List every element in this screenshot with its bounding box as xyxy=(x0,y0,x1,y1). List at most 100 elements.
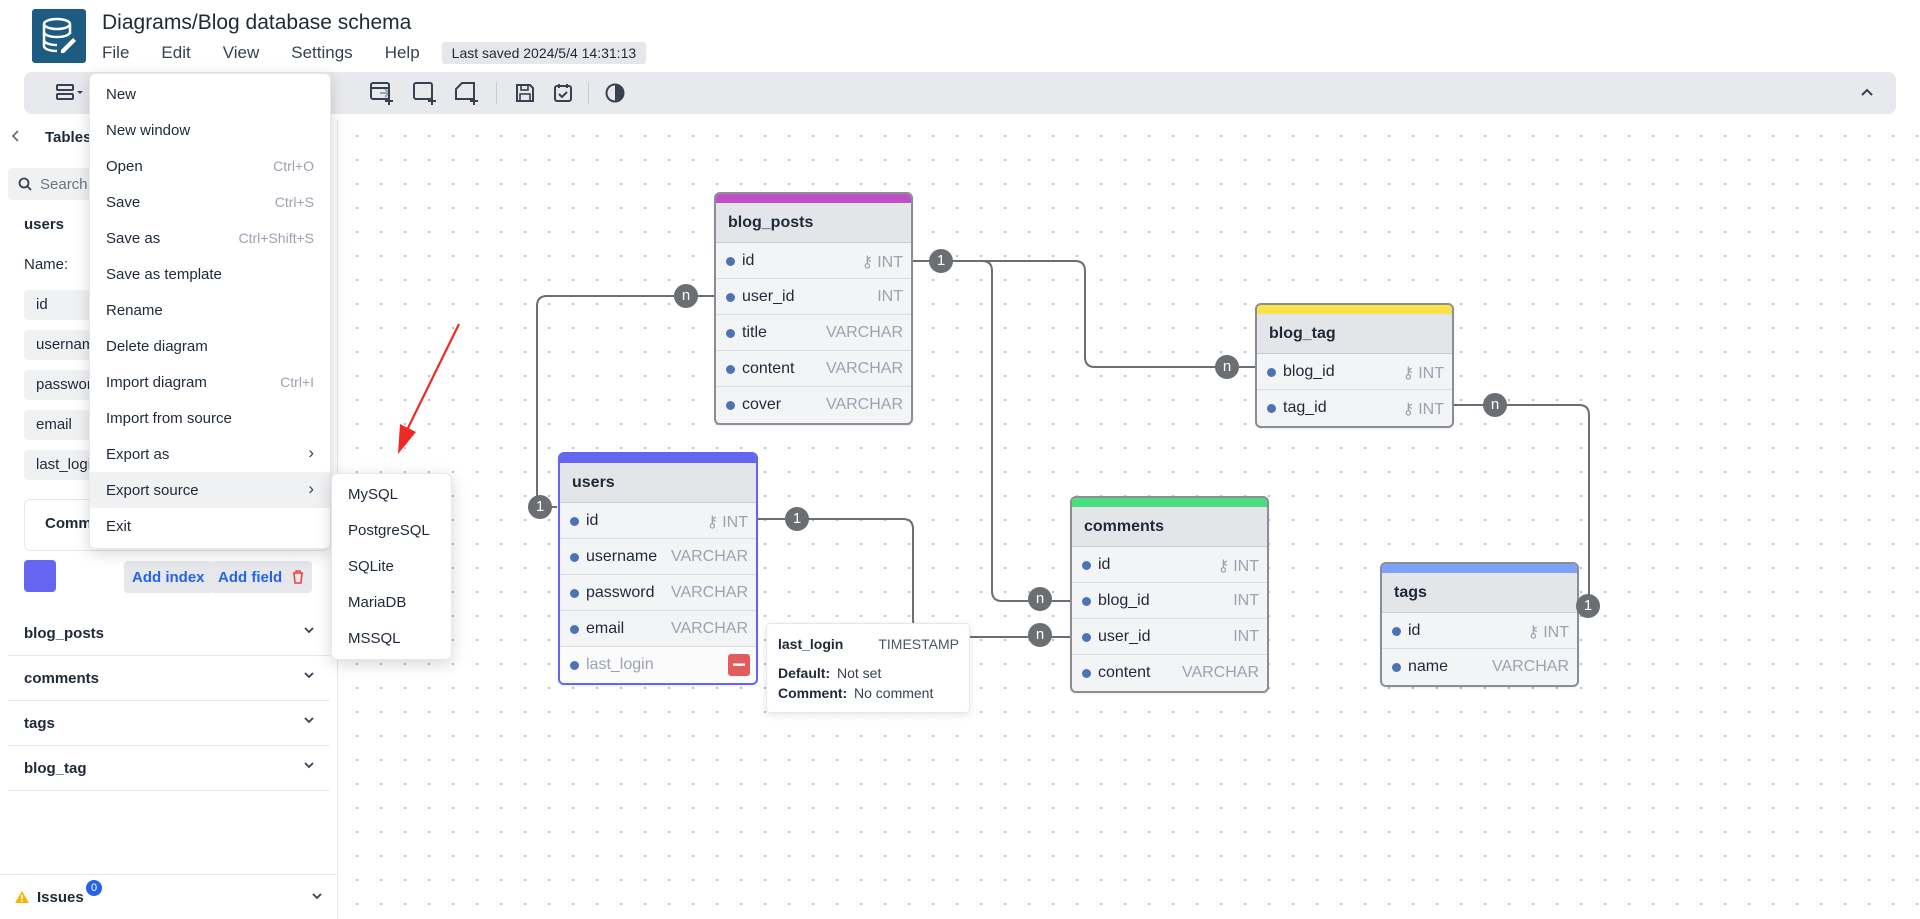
tab-tables[interactable]: Tables xyxy=(45,129,92,146)
table-field-row[interactable]: blog_id INT xyxy=(1072,583,1267,619)
menu-item-save-as-template[interactable]: Save as template xyxy=(90,256,330,292)
version-button[interactable] xyxy=(550,80,576,106)
table-header[interactable]: blog_posts xyxy=(716,203,911,243)
menu-item-rename[interactable]: Rename xyxy=(90,292,330,328)
add-area-button[interactable] xyxy=(412,80,438,106)
table-section-comments[interactable]: comments xyxy=(8,656,330,701)
export-mariadb-option[interactable]: MariaDB xyxy=(348,594,407,611)
menu-file[interactable]: File xyxy=(102,43,130,62)
sidebar-collapse-button[interactable] xyxy=(8,128,22,149)
table-section-tags[interactable]: tags xyxy=(8,701,330,746)
save-button[interactable] xyxy=(512,80,538,106)
field-handle[interactable] xyxy=(1267,404,1276,413)
table-field-row[interactable]: content VARCHAR xyxy=(1072,655,1267,691)
app-logo[interactable] xyxy=(32,9,86,63)
field-handle[interactable] xyxy=(1082,597,1091,606)
add-index-button[interactable]: Add index xyxy=(124,561,213,593)
export-sqlite-option[interactable]: SQLite xyxy=(348,558,394,575)
table-section-blog-posts[interactable]: blog_posts xyxy=(8,611,330,656)
table-header[interactable]: comments xyxy=(1072,507,1267,547)
export-mysql-option[interactable]: MySQL xyxy=(348,486,399,503)
menu-edit[interactable]: Edit xyxy=(161,43,191,62)
cardinality-badge-one: 1 xyxy=(929,249,953,273)
diagram-canvas[interactable]: blog_posts id ⚷INT user_id INT title VAR… xyxy=(339,118,1920,919)
add-table-button[interactable] xyxy=(369,80,395,106)
table-field-row[interactable]: tag_id ⚷INT xyxy=(1257,390,1452,426)
table-users[interactable]: users id ⚷INT username VARCHAR password … xyxy=(558,452,758,685)
field-handle[interactable] xyxy=(726,401,735,410)
menu-item-import-from-source[interactable]: Import from source xyxy=(90,400,330,436)
field-handle[interactable] xyxy=(570,517,579,526)
table-color-swatch[interactable] xyxy=(24,560,56,592)
table-header[interactable]: users xyxy=(560,463,756,503)
layout-menu-button[interactable] xyxy=(52,80,88,106)
menu-item-export-source[interactable]: Export source› xyxy=(90,472,330,508)
table-section-title[interactable]: users xyxy=(24,216,65,233)
table-header[interactable]: tags xyxy=(1382,573,1577,613)
field-handle[interactable] xyxy=(726,329,735,338)
field-handle[interactable] xyxy=(570,553,579,562)
collapse-toolbar-button[interactable] xyxy=(1854,80,1880,106)
menu-item-delete-diagram[interactable]: Delete diagram xyxy=(90,328,330,364)
add-field-button[interactable]: Add field xyxy=(210,561,291,593)
field-handle[interactable] xyxy=(570,589,579,598)
table-field-row[interactable]: user_id INT xyxy=(716,279,911,315)
delete-table-button[interactable] xyxy=(284,561,312,593)
menu-item-export-as[interactable]: Export as› xyxy=(90,436,330,472)
table-comments[interactable]: comments id ⚷INT blog_id INT user_id INT… xyxy=(1070,496,1269,693)
export-mssql-option[interactable]: MSSQL xyxy=(348,630,401,647)
field-handle[interactable] xyxy=(726,293,735,302)
field-handle[interactable] xyxy=(726,257,735,266)
field-handle[interactable] xyxy=(1267,368,1276,377)
field-handle[interactable] xyxy=(1392,663,1401,672)
table-field-row[interactable]: email VARCHAR xyxy=(560,611,756,647)
comment-label: Comm xyxy=(45,515,92,532)
table-field-row[interactable]: user_id INT xyxy=(1072,619,1267,655)
table-field-row[interactable]: password VARCHAR xyxy=(560,575,756,611)
field-type: INT xyxy=(1233,592,1259,609)
field-handle[interactable] xyxy=(1392,627,1401,636)
issues-panel[interactable]: Issues 0 xyxy=(0,874,338,919)
field-handle[interactable] xyxy=(1082,633,1091,642)
field-handle[interactable] xyxy=(726,365,735,374)
table-field-row[interactable]: content VARCHAR xyxy=(716,351,911,387)
table-tags[interactable]: tags id ⚷INT name VARCHAR xyxy=(1380,562,1579,687)
menu-item-new-window[interactable]: New window xyxy=(90,112,330,148)
table-header[interactable]: blog_tag xyxy=(1257,314,1452,354)
contrast-icon xyxy=(605,83,625,103)
menu-view[interactable]: View xyxy=(222,43,260,62)
table-field-row-hovered[interactable]: last_login xyxy=(560,647,756,683)
menu-settings[interactable]: Settings xyxy=(291,43,353,62)
table-field-row[interactable]: blog_id ⚷INT xyxy=(1257,354,1452,390)
export-postgresql-option[interactable]: PostgreSQL xyxy=(348,522,430,539)
table-blog-tag[interactable]: blog_tag blog_id ⚷INT tag_id ⚷INT xyxy=(1255,303,1454,428)
table-field-row[interactable]: id ⚷INT xyxy=(1072,547,1267,583)
theme-toggle-button[interactable] xyxy=(602,80,628,106)
table-blog-posts[interactable]: blog_posts id ⚷INT user_id INT title VAR… xyxy=(714,192,913,425)
field-handle[interactable] xyxy=(1082,561,1091,570)
table-field-row[interactable]: username VARCHAR xyxy=(560,539,756,575)
menu-item-new[interactable]: New xyxy=(90,76,330,112)
field-handle[interactable] xyxy=(1082,669,1091,678)
table-field-row[interactable]: name VARCHAR xyxy=(1382,649,1577,685)
annotation-arrow xyxy=(398,323,460,454)
table-field-row[interactable]: id ⚷INT xyxy=(716,243,911,279)
table-section-blog-tag[interactable]: blog_tag xyxy=(8,746,330,791)
table-field-row[interactable]: cover VARCHAR xyxy=(716,387,911,423)
toolbar-divider xyxy=(588,82,589,104)
table-field-row[interactable]: id ⚷INT xyxy=(560,503,756,539)
menu-item-exit[interactable]: Exit xyxy=(90,508,330,544)
delete-field-button[interactable] xyxy=(728,654,750,676)
field-handle[interactable] xyxy=(570,661,579,670)
table-field-row[interactable]: id ⚷INT xyxy=(1382,613,1577,649)
field-handle[interactable] xyxy=(570,625,579,634)
menu-help[interactable]: Help xyxy=(384,43,420,62)
add-note-button[interactable] xyxy=(454,80,480,106)
table-field-row[interactable]: title VARCHAR xyxy=(716,315,911,351)
menu-item-label: Import diagram xyxy=(106,374,207,391)
diagram-title[interactable]: Diagrams/Blog database schema xyxy=(102,11,412,34)
